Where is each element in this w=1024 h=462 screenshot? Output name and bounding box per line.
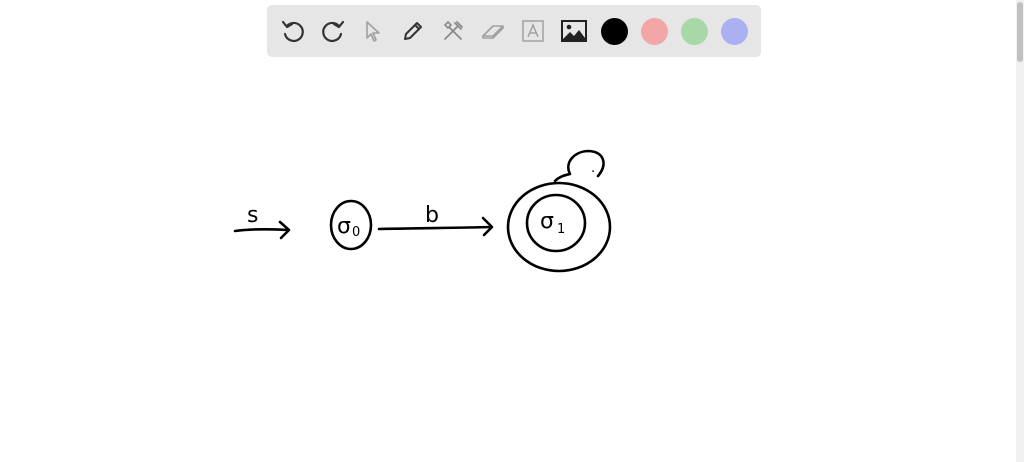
state-1-subscript: 1 <box>557 222 565 237</box>
transition-label-b: b <box>425 203 439 228</box>
undo-icon <box>281 20 304 43</box>
redo-button[interactable] <box>313 11 353 51</box>
color-swatch-blue[interactable] <box>721 18 748 45</box>
undo-button[interactable] <box>273 11 313 51</box>
transition-arrow-b <box>377 216 494 237</box>
state-0-symbol: σ <box>337 214 351 239</box>
select-pointer-icon <box>366 21 380 42</box>
start-arrow-label: s <box>247 203 258 228</box>
tools-icon <box>443 20 463 40</box>
eraser-icon <box>482 25 504 39</box>
eraser-button[interactable] <box>473 11 513 51</box>
self-loop <box>553 149 605 183</box>
color-swatch-black[interactable] <box>601 18 628 45</box>
state-0-subscript: 0 <box>352 225 360 240</box>
redo-icon <box>322 20 345 43</box>
drawing-toolbar <box>267 5 761 57</box>
state-node-0[interactable]: σ 0 <box>329 199 373 251</box>
tools-button[interactable] <box>433 11 473 51</box>
drawing-canvas[interactable]: s σ 0 b σ 1 . <box>0 60 1016 462</box>
pen-button[interactable] <box>393 11 433 51</box>
text-button[interactable] <box>513 11 553 51</box>
state-node-1-accepting[interactable]: σ 1 <box>506 181 612 273</box>
vertical-scrollbar[interactable] <box>1016 0 1024 462</box>
select-button[interactable] <box>353 11 393 51</box>
scrollbar-thumb[interactable] <box>1017 2 1023 62</box>
start-arrow <box>233 220 291 240</box>
image-icon <box>561 20 587 42</box>
pen-icon <box>404 22 422 40</box>
image-button[interactable] <box>554 11 594 51</box>
color-swatch-green[interactable] <box>681 18 708 45</box>
self-loop-label: . <box>591 161 595 176</box>
state-1-symbol: σ <box>540 209 554 234</box>
color-swatch-red[interactable] <box>641 18 668 45</box>
text-tool-icon <box>522 20 544 42</box>
